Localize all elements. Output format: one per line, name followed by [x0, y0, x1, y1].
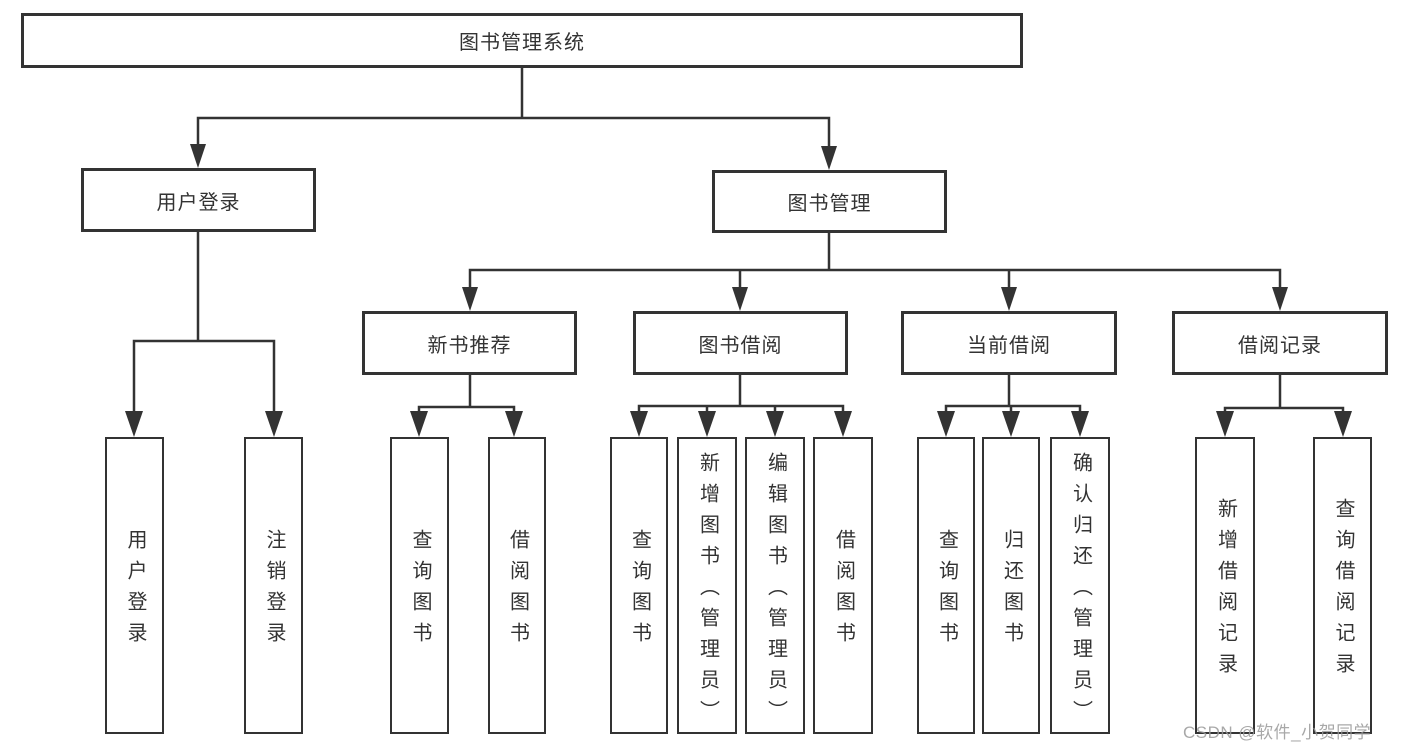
node-book-management: 图书管理	[712, 170, 947, 233]
node-current-borrow: 当前借阅	[901, 311, 1117, 375]
arrow-to-leaf-borrow-add	[698, 411, 716, 437]
leaf-records-query-record-label: 查询借阅记录	[1332, 498, 1354, 684]
arrow-to-book-management	[821, 146, 837, 170]
leaf-borrow-edit-books-admin: 编辑图书（管理员）	[745, 437, 805, 734]
arrow-to-leaf-user-login	[125, 411, 143, 437]
arrow-to-book-borrow	[732, 287, 748, 311]
leaf-current-return-books-label: 归还图书	[1000, 529, 1023, 653]
leaf-borrow-edit-books-admin-label: 编辑图书（管理员）	[764, 451, 787, 731]
arrow-to-leaf-records-add	[1216, 411, 1234, 437]
csdn-watermark: CSDN @软件_小贺同学	[1183, 723, 1372, 742]
leaf-logout-login-label: 注销登录	[263, 529, 285, 653]
connector-records-split	[1223, 375, 1345, 421]
leaf-current-query-books: 查询图书	[917, 437, 975, 734]
leaf-current-confirm-return-admin: 确认归还（管理员）	[1050, 437, 1110, 734]
arrow-to-leaf-records-query	[1334, 411, 1352, 437]
leaf-records-query-record: 查询借阅记录	[1313, 437, 1372, 734]
arrow-to-current-borrow	[1001, 287, 1017, 311]
connector-borrow-split	[637, 375, 845, 421]
leaf-recommend-borrow-books-label: 借阅图书	[506, 529, 529, 653]
connector-bookmgmt-rail	[468, 233, 1282, 293]
leaf-user-login-label: 用户登录	[124, 529, 146, 653]
leaf-borrow-query-books-label: 查询图书	[628, 529, 651, 653]
arrow-to-borrow-records	[1272, 287, 1288, 311]
arrow-to-user-login	[190, 144, 206, 168]
connector-level2-rail	[196, 116, 831, 152]
arrow-to-leaf-recommend-query	[410, 411, 428, 437]
leaf-recommend-query-books: 查询图书	[390, 437, 449, 734]
leaf-recommend-query-books-label: 查询图书	[409, 529, 431, 653]
leaf-user-login: 用户登录	[105, 437, 164, 734]
leaf-borrow-add-books-admin: 新增图书（管理员）	[677, 437, 737, 734]
arrow-to-leaf-borrow-edit	[766, 411, 784, 437]
node-book-borrow: 图书借阅	[633, 311, 848, 375]
leaf-current-query-books-label: 查询图书	[935, 529, 958, 653]
leaf-logout-login: 注销登录	[244, 437, 303, 734]
node-user-login: 用户登录	[81, 168, 316, 232]
node-borrow-records: 借阅记录	[1172, 311, 1388, 375]
leaf-current-confirm-return-admin-label: 确认归还（管理员）	[1069, 451, 1092, 731]
leaf-borrow-borrow-books: 借阅图书	[813, 437, 873, 734]
leaf-borrow-add-books-admin-label: 新增图书（管理员）	[696, 451, 719, 731]
node-new-book-recommend: 新书推荐	[362, 311, 577, 375]
arrow-to-leaf-borrow-borrow	[834, 411, 852, 437]
arrow-to-leaf-recommend-borrow	[505, 411, 523, 437]
arrow-to-leaf-borrow-query	[630, 411, 648, 437]
connector-userlogin-split	[132, 232, 276, 419]
leaf-records-add-record: 新增借阅记录	[1195, 437, 1255, 734]
leaf-current-return-books: 归还图书	[982, 437, 1040, 734]
leaf-borrow-query-books: 查询图书	[610, 437, 668, 734]
arrow-to-new-book-recommend	[462, 287, 478, 311]
arrowheads	[125, 144, 1352, 437]
arrow-to-leaf-current-return	[1002, 411, 1020, 437]
leaf-records-add-record-label: 新增借阅记录	[1214, 498, 1237, 684]
arrow-to-leaf-current-confirm	[1071, 411, 1089, 437]
arrow-to-leaf-current-query	[937, 411, 955, 437]
connector-recommend-split	[417, 375, 516, 421]
node-library-management-system: 图书管理系统	[21, 13, 1023, 68]
leaf-recommend-borrow-books: 借阅图书	[488, 437, 546, 734]
leaf-borrow-borrow-books-label: 借阅图书	[832, 529, 855, 653]
arrow-to-leaf-logout	[265, 411, 283, 437]
